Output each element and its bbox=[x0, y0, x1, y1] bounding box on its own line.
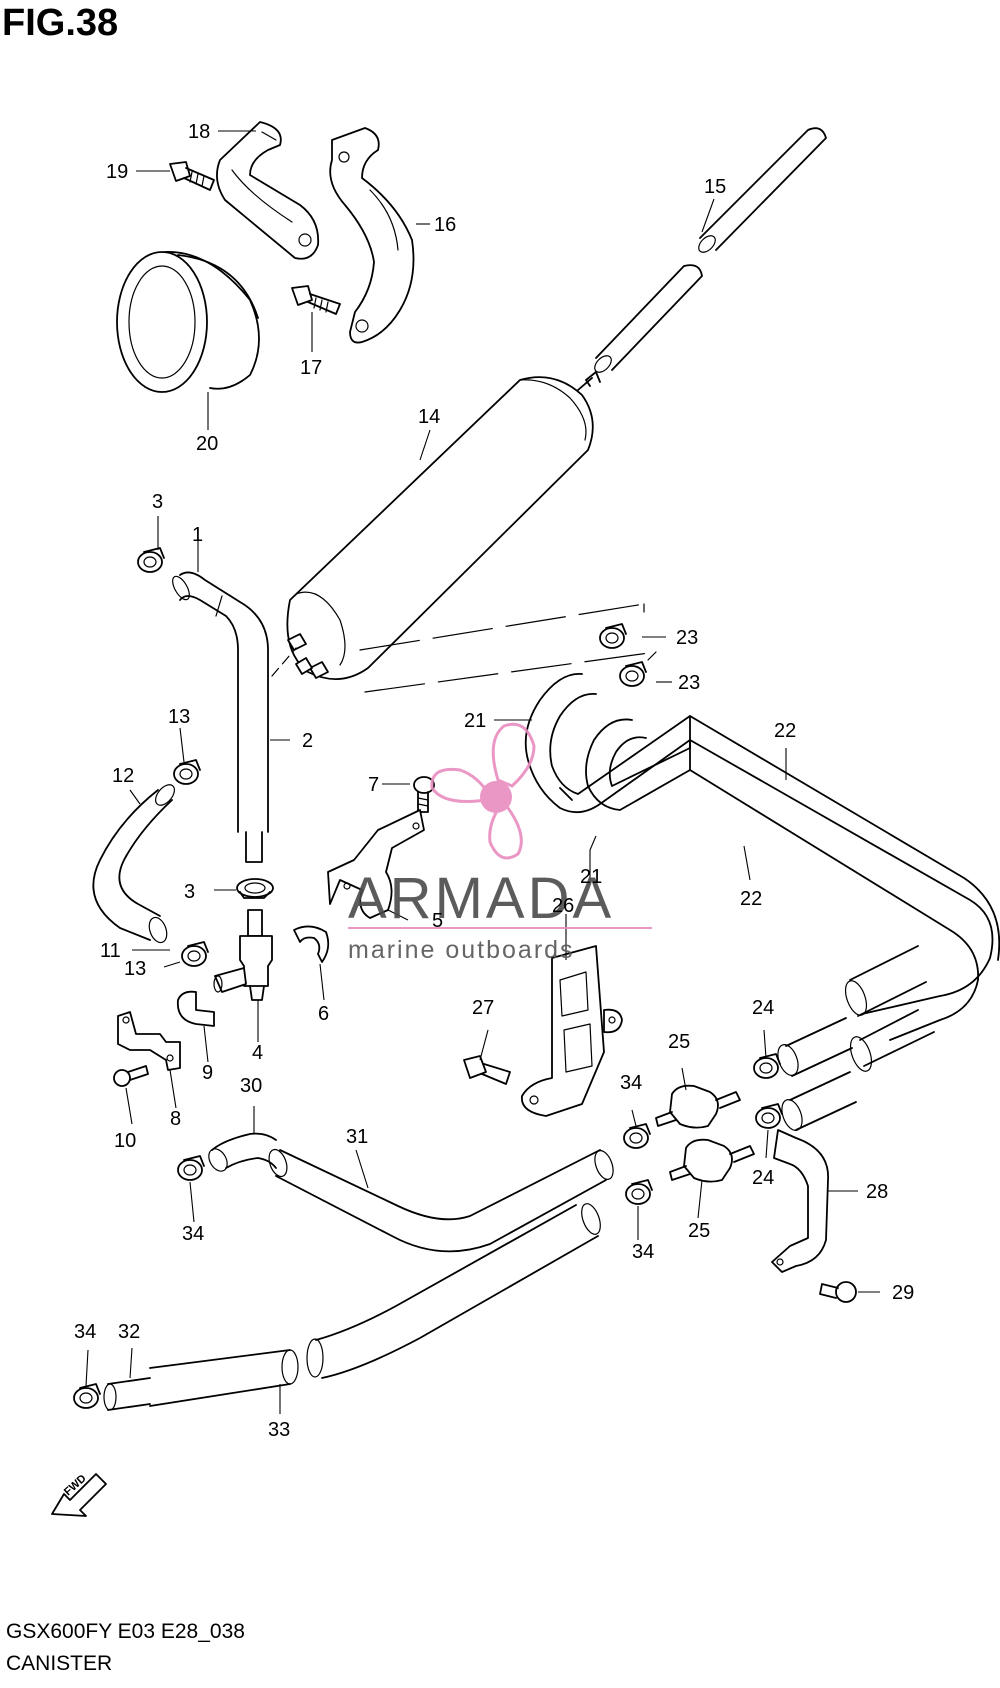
callout-8: 8 bbox=[170, 1108, 181, 1130]
callout-21: 21 bbox=[464, 710, 486, 732]
part-15-hose bbox=[594, 127, 827, 373]
clamp-34-left bbox=[177, 1155, 205, 1181]
part-20-rubber-ring bbox=[116, 251, 260, 393]
callout-11: 11 bbox=[100, 940, 121, 962]
part-9-clamp bbox=[176, 990, 215, 1027]
callout-15: 15 bbox=[704, 176, 726, 198]
clamp-34-bottom-left bbox=[73, 1383, 101, 1409]
propeller-logo-icon bbox=[430, 722, 536, 860]
part-30-31-hose bbox=[208, 1132, 614, 1379]
callout-25: 25 bbox=[688, 1220, 710, 1242]
part-27-bolt bbox=[463, 1055, 511, 1085]
callout-12: 12 bbox=[112, 765, 134, 787]
watermark-tagline: marine outboards bbox=[348, 936, 575, 964]
callout-7: 7 bbox=[368, 774, 379, 796]
callout-33: 33 bbox=[268, 1419, 290, 1441]
callout-30: 30 bbox=[240, 1075, 262, 1097]
callout-32: 32 bbox=[118, 1321, 140, 1343]
clamp-34-mid-lower bbox=[625, 1179, 653, 1205]
part-21-22-hoses bbox=[524, 673, 1000, 1131]
part-25-valve-lower bbox=[669, 1138, 755, 1183]
callout-16: 16 bbox=[434, 214, 456, 236]
clamp-13-upper bbox=[173, 759, 201, 785]
part-16-canister-holder-lower bbox=[329, 127, 415, 344]
part-19-bolt bbox=[169, 161, 215, 191]
callout-34: 34 bbox=[74, 1321, 96, 1343]
watermark-brand: ARMADA bbox=[348, 866, 614, 931]
callout-1: 1 bbox=[192, 524, 203, 546]
callout-21: 21 bbox=[580, 866, 602, 888]
callout-18: 18 bbox=[188, 121, 210, 143]
callout-29: 29 bbox=[892, 1282, 914, 1304]
callout-24: 24 bbox=[752, 1167, 774, 1189]
callout-13: 13 bbox=[168, 706, 190, 728]
clamp-23-upper bbox=[599, 623, 627, 649]
callout-14: 14 bbox=[418, 406, 440, 428]
callout-10: 10 bbox=[114, 1130, 136, 1152]
clamp-34-mid-upper bbox=[623, 1123, 651, 1149]
callout-5: 5 bbox=[432, 910, 443, 932]
callout-20: 20 bbox=[196, 433, 218, 455]
fwd-arrow: FWD bbox=[51, 1473, 107, 1517]
callout-26: 26 bbox=[552, 895, 574, 917]
callout-labels: 18 19 16 15 17 20 14 3 1 23 23 13 2 21 2… bbox=[74, 121, 914, 1441]
callout-24: 24 bbox=[752, 997, 774, 1019]
callout-25: 25 bbox=[668, 1031, 690, 1053]
model-code: GSX600FY E03 E28_038 bbox=[6, 1620, 245, 1643]
clamp-3-top bbox=[137, 547, 165, 573]
callout-23: 23 bbox=[676, 627, 698, 649]
callout-34: 34 bbox=[620, 1072, 642, 1094]
callout-34: 34 bbox=[632, 1241, 654, 1263]
clamp-24-lower bbox=[755, 1103, 783, 1129]
callout-28: 28 bbox=[866, 1181, 888, 1203]
part-6-clip bbox=[293, 925, 330, 963]
leader-lines bbox=[85, 130, 880, 1414]
armada-watermark: ARMADA marine outboards bbox=[348, 722, 652, 964]
clamp-13-lower bbox=[181, 941, 209, 967]
part-8-bracket bbox=[117, 1011, 181, 1071]
callout-17: 17 bbox=[300, 357, 322, 379]
part-1-hose bbox=[172, 571, 269, 863]
part-17-bolt bbox=[291, 285, 341, 315]
callout-6: 6 bbox=[318, 1003, 329, 1025]
part-32-33-hose bbox=[103, 1349, 299, 1411]
part-7-screw bbox=[413, 776, 435, 813]
callout-23: 23 bbox=[678, 672, 700, 694]
part-18-canister-holder-upper bbox=[216, 121, 320, 260]
clamp-3-lower bbox=[236, 878, 274, 899]
part-4-valve bbox=[213, 909, 273, 1001]
clamp-24-upper bbox=[753, 1053, 781, 1079]
callout-13: 13 bbox=[124, 958, 146, 980]
part-10-screw bbox=[113, 1065, 149, 1087]
callout-9: 9 bbox=[202, 1062, 213, 1084]
callout-22: 22 bbox=[774, 720, 796, 742]
callout-2: 2 bbox=[302, 730, 313, 752]
callout-31: 31 bbox=[346, 1126, 368, 1148]
guide-lines bbox=[271, 603, 657, 693]
part-14-canister bbox=[286, 371, 601, 681]
clamp-23-lower bbox=[619, 661, 647, 687]
callout-22: 22 bbox=[740, 888, 762, 910]
part-25-valve-upper bbox=[655, 1084, 741, 1129]
part-28-bracket bbox=[771, 1129, 829, 1273]
callout-3: 3 bbox=[184, 881, 195, 903]
callout-34: 34 bbox=[182, 1223, 204, 1245]
part-29-screw bbox=[819, 1281, 857, 1303]
callout-4: 4 bbox=[252, 1042, 263, 1064]
figure-title: FIG.38 bbox=[2, 2, 119, 44]
callout-3: 3 bbox=[152, 491, 163, 513]
part-26-bracket bbox=[521, 945, 623, 1117]
part-12-hose bbox=[92, 784, 175, 944]
part-5-bracket bbox=[327, 809, 425, 919]
callout-19: 19 bbox=[106, 161, 128, 183]
callout-27: 27 bbox=[472, 997, 494, 1019]
section-name: CANISTER bbox=[6, 1652, 113, 1675]
